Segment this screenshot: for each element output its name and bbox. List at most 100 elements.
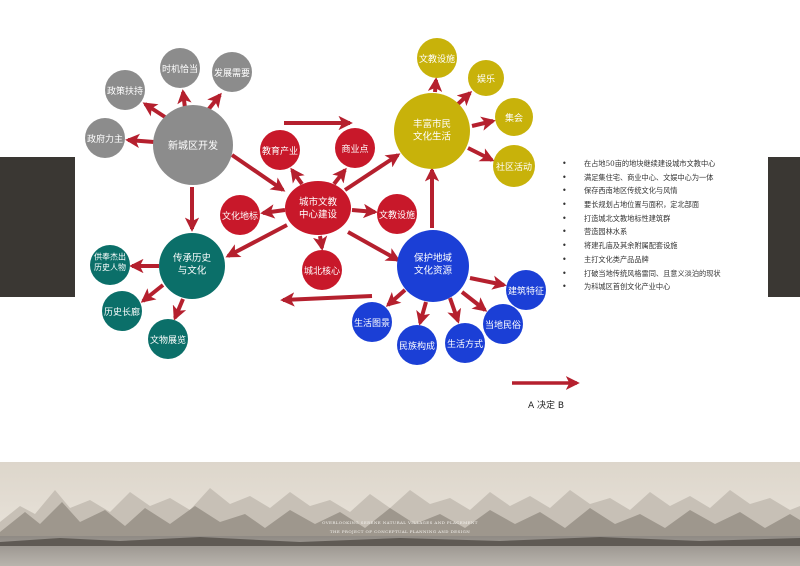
entertainment-label: 娱乐 <box>477 73 495 85</box>
arrow-heritage-to-history-gallery <box>140 283 165 303</box>
arrow-protect-to-building-feature <box>469 275 507 290</box>
entertainment-circle <box>468 60 504 96</box>
note-item: 保存西南地区传统文化与风情 <box>560 184 765 198</box>
node-government: 政府力主 <box>85 118 125 158</box>
protect-circle <box>397 230 469 302</box>
arrow-layer <box>125 77 507 326</box>
commerce-circle <box>335 128 375 168</box>
node-center: 城市文教中心建设 <box>285 181 351 235</box>
culture-landmark-label: 文化地标 <box>222 210 258 222</box>
exhibition-circle <box>148 319 188 359</box>
arrow-heritage-to-exhibition <box>172 298 187 321</box>
arrow-protect-to-local-custom <box>460 290 488 312</box>
policy-support-label: 政策扶持 <box>107 85 143 97</box>
note-item: 为科城区首创文化产业中心 <box>560 280 765 294</box>
timing-circle <box>160 48 200 88</box>
history-gallery-circle <box>102 291 142 331</box>
life-style-circle <box>445 323 485 363</box>
arrow-center-to-rich-life <box>343 153 401 192</box>
life-style-label: 生活方式 <box>447 338 483 350</box>
arrow-rich-life-to-community <box>467 146 495 162</box>
note-item: 在占地50亩的地块继续建设城市文教中心 <box>560 157 765 171</box>
note-item: 满足集住宅、商业中心、文娱中心为一体 <box>560 171 765 185</box>
local-custom-label: 当地民俗 <box>485 319 521 331</box>
landscape-banner <box>0 462 800 566</box>
rich-life-label: 丰富市民文化生活 <box>413 118 452 143</box>
north-core-circle <box>302 250 342 290</box>
education-label: 教育产业 <box>262 145 298 157</box>
exhibition-label: 文物展览 <box>150 334 186 346</box>
arrow-protect-to-life-scene <box>385 288 407 307</box>
rich-life-circle <box>394 93 470 169</box>
culture-facility-center-label: 文教设施 <box>379 209 415 221</box>
node-entertainment: 娱乐 <box>468 60 504 96</box>
arrow-center-to-commerce <box>332 167 347 186</box>
culture-facility-top-label: 文教设施 <box>419 53 455 65</box>
legend-label: A 决定 B <box>528 399 564 411</box>
node-gathering: 集会 <box>495 98 533 136</box>
note-item: 主打文化类产品品牌 <box>560 253 765 267</box>
building-feature-label: 建筑特征 <box>508 285 544 297</box>
famous-people-circle <box>90 245 130 285</box>
arrow-center-to-heritage <box>225 223 288 258</box>
arrow-new-district-to-timing <box>177 89 192 109</box>
footer-line-2: THE PROJECT OF CONCEPTUAL PLANNING AND D… <box>329 529 471 534</box>
protect-label: 保护地域文化资源 <box>414 252 453 277</box>
note-item: 打造城北文教地标性建筑群 <box>560 212 765 226</box>
note-item: 打破当地传统风格雷同、且意义淡泊的现状 <box>560 267 765 281</box>
arrow-center-to-north-core <box>313 235 328 251</box>
node-life-scene: 生活图景 <box>352 302 392 342</box>
local-custom-circle <box>483 304 523 344</box>
right-dark-band <box>768 157 800 297</box>
gathering-label: 集会 <box>505 112 523 124</box>
node-education: 教育产业 <box>260 130 300 170</box>
node-famous-people: 供奉杰出历史人物 <box>90 245 130 285</box>
famous-people-label: 供奉杰出历史人物 <box>94 251 126 272</box>
node-community: 社区活动 <box>493 145 535 187</box>
arrow-new-district-to-government <box>125 133 155 149</box>
timing-label: 时机恰当 <box>162 63 198 75</box>
policy-support-circle <box>105 70 145 110</box>
legend: A 决定 B <box>512 376 580 411</box>
footer-caption: OVERLOOKING SERENE NATURAL VILLAGES AND … <box>0 518 800 536</box>
arrow-new-district-to-development <box>206 92 222 112</box>
community-circle <box>493 145 535 187</box>
commerce-label: 商业点 <box>341 143 368 155</box>
node-culture-facility-center: 文教设施 <box>377 194 417 234</box>
node-new-district: 新城区开发 <box>153 105 233 185</box>
arrow-rich-life-to-entertainment <box>456 91 473 107</box>
building-feature-circle <box>506 270 546 310</box>
education-circle <box>260 130 300 170</box>
north-core-label: 城北核心 <box>304 265 340 277</box>
development-need-circle <box>212 52 252 92</box>
riverbank <box>0 537 800 546</box>
life-scene-label: 生活图景 <box>354 317 390 329</box>
arrow-center-to-education <box>290 167 305 186</box>
culture-facility-top-circle <box>417 38 457 78</box>
life-scene-circle <box>352 302 392 342</box>
community-label: 社区活动 <box>496 161 532 173</box>
culture-facility-center-circle <box>377 194 417 234</box>
ethnic-circle <box>397 325 437 365</box>
government-label: 政府力主 <box>87 133 123 145</box>
ethnic-label: 民族构成 <box>399 340 435 352</box>
node-policy-support: 政策扶持 <box>105 70 145 110</box>
arrow-protect-to-north-core <box>280 292 373 307</box>
node-north-core: 城北核心 <box>302 250 342 290</box>
node-exhibition: 文物展览 <box>148 319 188 359</box>
arrow-new-district-to-center <box>230 153 286 192</box>
left-dark-band <box>0 157 75 297</box>
note-item: 将建孔庙及其余附属配套设施 <box>560 239 765 253</box>
node-culture-landmark: 文化地标 <box>220 195 260 235</box>
arrow-rich-life-to-culture-facility <box>427 77 443 93</box>
arrow-protect-to-ethnic <box>416 301 431 326</box>
arrow-protect-to-life-style <box>447 297 462 324</box>
node-building-feature: 建筑特征 <box>506 270 546 310</box>
arrow-center-to-protect <box>347 230 401 262</box>
node-commerce: 商业点 <box>335 128 375 168</box>
arrow-new-district-to-policy <box>142 102 167 119</box>
note-item: 要长规划占地位置与面积，定北部面 <box>560 198 765 212</box>
node-history-gallery: 历史长廊 <box>102 291 142 331</box>
heritage-label: 传承历史与文化 <box>173 252 212 277</box>
arrow-center-to-culture-landmark <box>260 204 286 219</box>
